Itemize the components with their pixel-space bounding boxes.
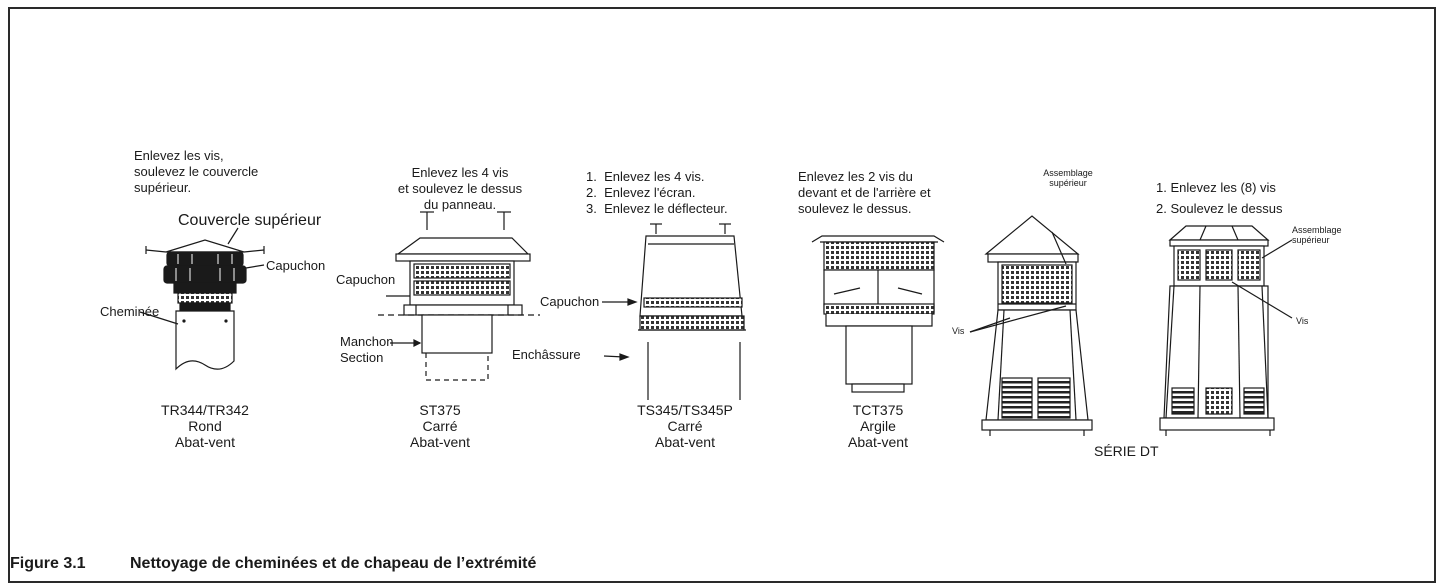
figure-frame (8, 7, 1436, 583)
figure-caption: Figure 3.1 Nettoyage de cheminées et de c… (10, 555, 536, 573)
tct375-cap-drawing (811, 235, 945, 393)
tr344-label-cover: Couvercle supérieur (178, 212, 322, 229)
tr344-label-cap: Capuchon (266, 258, 326, 273)
tr344-cap-drawing (139, 227, 265, 371)
ts345-label-cap: Capuchon (540, 294, 600, 309)
ts345-instructions: 1. Enlevez les 4 vis.2. Enlevez l'écran.… (586, 169, 728, 216)
dt-cap-right-drawing (1159, 225, 1293, 436)
ts345-label-enclosure: Enchâssure (512, 347, 581, 362)
dt-label-screw-2: Vis (1296, 316, 1309, 326)
dt-label-screw-1: Vis (952, 326, 965, 336)
ts345-cap-drawing (602, 223, 746, 400)
tr344-label-chimney: Cheminée (100, 304, 160, 319)
st375-label-cap: Capuchon (336, 272, 396, 287)
figure-title: Nettoyage de cheminées et de chapeau de … (130, 555, 537, 572)
dt-cap-left-drawing (969, 215, 1093, 436)
figure-number: Figure 3.1 (10, 555, 86, 572)
dt-series-label: SÉRIE DT (1094, 443, 1159, 459)
st375-cap-drawing (378, 211, 540, 381)
